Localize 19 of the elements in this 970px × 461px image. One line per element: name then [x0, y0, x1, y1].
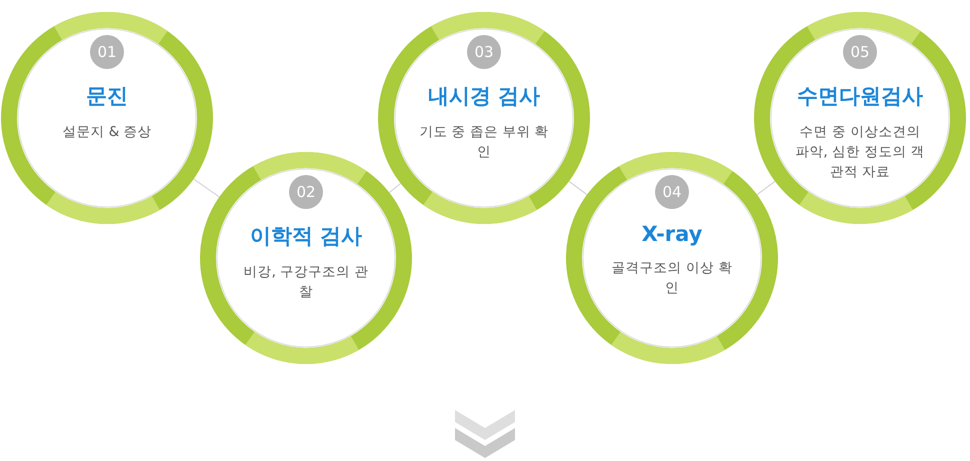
step-description: 수면 중 이상소견의 파악, 심한 정도의 객관적 자료 — [795, 123, 925, 182]
step-circle — [200, 152, 412, 364]
step-title: 문진 — [86, 83, 128, 110]
connector-line — [193, 178, 220, 198]
step-circle — [754, 12, 966, 224]
step-circle — [378, 12, 590, 224]
step-description: 비강, 구강구조의 관찰 — [242, 263, 370, 302]
step-title: 이학적 검사 — [250, 223, 362, 250]
step-circle — [1, 12, 213, 224]
step-title: 내시경 검사 — [428, 83, 540, 110]
step-title: 수면다원검사 — [797, 83, 923, 110]
connector-line — [756, 180, 776, 196]
step-title: X-ray — [642, 222, 702, 246]
step-description: 기도 중 좁은 부위 확인 — [419, 123, 549, 162]
step-description: 골격구조의 이상 확인 — [610, 259, 734, 298]
step-description: 설문지 & 증상 — [61, 123, 153, 142]
connector-line — [388, 183, 402, 193]
connector-line — [568, 180, 588, 196]
step-circle — [566, 152, 778, 364]
